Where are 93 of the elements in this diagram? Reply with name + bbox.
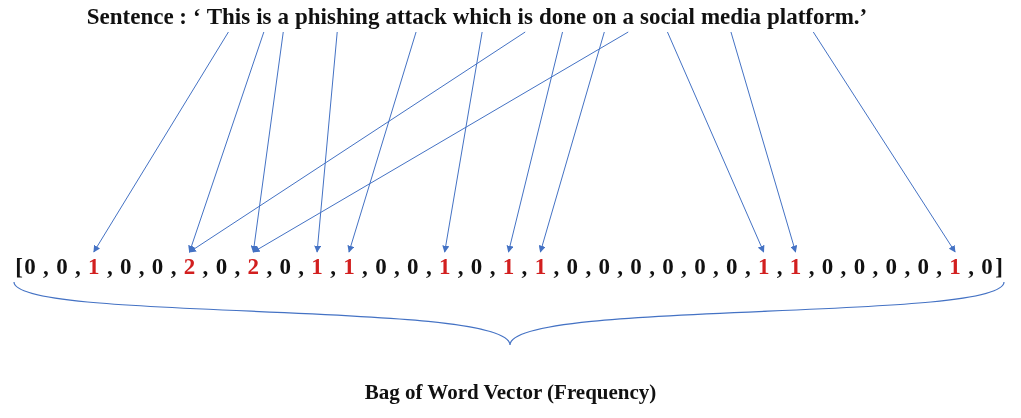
comma-separator: , <box>489 254 496 280</box>
vector-entry: 1 <box>311 254 323 280</box>
vector-entry: 1 <box>343 254 355 280</box>
vector-entry: 0 <box>598 254 610 280</box>
comma-separator: , <box>681 254 687 280</box>
comma-separator: , <box>170 254 177 280</box>
vector-entry: 0 <box>24 254 36 280</box>
sentence-word: social <box>639 4 695 30</box>
comma-separator: , <box>744 254 751 280</box>
arrow <box>252 31 629 253</box>
vector-entry: 0 <box>470 254 483 280</box>
vector-entry: 1 <box>789 254 802 280</box>
sentence-word: a <box>277 4 289 30</box>
vector-entry: 1 <box>757 254 770 280</box>
arrow <box>188 31 526 253</box>
arrow <box>730 31 798 253</box>
comma-separator: , <box>904 254 911 280</box>
quote-mark: ‘ <box>193 4 201 30</box>
arrow <box>93 31 229 253</box>
vector-entry: 0 <box>981 254 993 280</box>
vector-entry: 1 <box>438 254 451 280</box>
comma-separator: , <box>649 254 655 280</box>
comma-separator: , <box>74 254 81 280</box>
comma-separator: , <box>617 254 623 280</box>
comma-separator: , <box>266 254 273 280</box>
sentence-word: a <box>622 4 634 30</box>
comma-separator: , <box>553 254 560 280</box>
arrow <box>188 31 265 253</box>
sentence-word: platform. <box>767 4 860 30</box>
bracket-symbol: ] <box>995 254 1003 280</box>
vector-entry: 1 <box>949 254 961 280</box>
comma-separator: , <box>712 254 719 280</box>
comma-separator: , <box>202 254 209 280</box>
vector-entry: 0 <box>726 254 738 280</box>
comma-separator: , <box>776 254 783 280</box>
vector-entry: 0 <box>119 254 132 280</box>
comma-separator: , <box>425 254 432 280</box>
comma-separator: , <box>457 254 464 280</box>
arrow <box>250 31 284 253</box>
vector-entry: 1 <box>88 254 100 280</box>
comma-separator: , <box>872 254 879 280</box>
vector-entry: 0 <box>566 254 579 280</box>
vector-entry: 2 <box>247 254 260 280</box>
vector-entry: 0 <box>279 254 291 280</box>
arrow <box>347 31 417 253</box>
arrow <box>314 31 338 253</box>
comma-separator: , <box>234 254 241 280</box>
sentence-word: done <box>538 4 587 30</box>
comma-separator: , <box>362 254 368 280</box>
arrow <box>506 31 563 253</box>
comma-separator: , <box>936 254 942 280</box>
vector-entry: 0 <box>56 254 68 280</box>
comma-separator: , <box>521 254 528 280</box>
vector-entry: 1 <box>534 254 547 280</box>
comma-separator: , <box>138 254 145 280</box>
comma-separator: , <box>43 254 49 280</box>
comma-separator: , <box>393 254 400 280</box>
vector-entry: 2 <box>183 254 196 280</box>
sentence-word: which <box>452 4 512 30</box>
comma-separator: , <box>808 254 815 280</box>
sentence-word: This <box>206 4 251 30</box>
vector-entry: 0 <box>917 254 929 280</box>
vector-entry: 0 <box>694 254 706 280</box>
vector-entry: 0 <box>375 254 387 280</box>
sentence-label: Sentence : <box>86 4 187 30</box>
vector-entry: 1 <box>502 254 515 280</box>
bracket-symbol: [ <box>15 254 23 280</box>
sentence-word: media <box>700 4 761 30</box>
sentence-word: is <box>256 4 272 30</box>
comma-separator: , <box>330 254 336 280</box>
arrow <box>538 31 605 253</box>
comma-separator: , <box>840 254 847 280</box>
comma-separator: , <box>585 254 592 280</box>
vector-caption: Bag of Word Vector (Frequency) <box>364 380 657 405</box>
comma-separator: , <box>968 254 974 280</box>
comma-separator: , <box>106 254 113 280</box>
vector-entry: 0 <box>407 254 419 280</box>
sentence-word: on <box>592 4 617 30</box>
vector-entry: 0 <box>853 254 866 280</box>
vector-entry: 0 <box>630 254 642 280</box>
vector-entry: 0 <box>821 254 834 280</box>
vector-entry: 0 <box>885 254 898 280</box>
vector-entry: 0 <box>151 254 164 280</box>
sentence-word: attack <box>385 4 447 30</box>
arrow <box>442 31 483 253</box>
arrow <box>812 31 956 253</box>
vector-entry: 0 <box>215 254 228 280</box>
sentence-word: phishing <box>295 4 380 30</box>
comma-separator: , <box>298 254 304 280</box>
sentence-word: is <box>517 4 533 30</box>
quote-mark: ’ <box>859 4 868 30</box>
vector-entry: 0 <box>662 254 674 280</box>
arrow <box>666 31 765 253</box>
